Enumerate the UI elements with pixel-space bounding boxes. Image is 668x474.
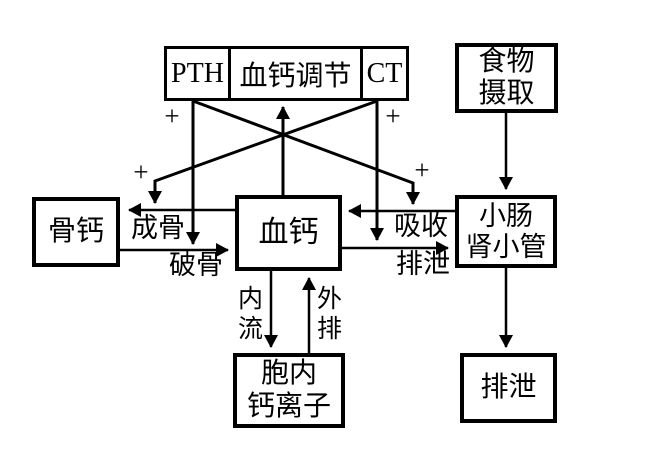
line-pth-to-absorption <box>192 99 420 205</box>
ct-cell: CT <box>360 49 406 98</box>
bone-calcium-label: 骨钙 <box>47 215 104 247</box>
plus-sign-pth-absorption: + <box>414 154 430 185</box>
ossification-label: 成骨 <box>131 213 185 243</box>
regulation-header-box: PTH 血钙调节 CT <box>164 46 409 101</box>
bone-resorption-label: 破骨 <box>169 250 223 280</box>
line-ct-to-ossification <box>148 99 378 204</box>
intracellular-line1: 胞内 <box>260 358 317 390</box>
efflux-label: 外排 <box>316 286 342 343</box>
food-intake-line2: 摄取 <box>478 78 535 109</box>
blood-calcium-label: 血钙 <box>258 215 319 249</box>
food-intake-line1: 食物 <box>478 45 535 77</box>
influx-label: 内流 <box>237 286 263 343</box>
excretion-box-label: 排泄 <box>480 371 537 403</box>
plus-sign-pth-bone: + <box>164 100 180 131</box>
intracellular-line2: 钙离子 <box>246 390 331 422</box>
regulation-title-cell: 血钙调节 <box>228 49 360 98</box>
food-intake-box: 食物 摄取 <box>455 43 558 113</box>
plus-sign-ct-excretion: + <box>385 100 401 131</box>
plus-sign-ct-ossification: + <box>133 156 149 187</box>
bone-calcium-box: 骨钙 <box>32 197 120 267</box>
excretion-box: 排泄 <box>460 353 557 423</box>
blood-calcium-box: 血钙 <box>235 195 342 271</box>
intracellular-calcium-box: 胞内 钙离子 <box>233 353 345 428</box>
intestine-line2: 肾小管 <box>465 231 547 262</box>
intestine-renal-tubule-box: 小肠 肾小管 <box>455 195 557 268</box>
intestine-line1: 小肠 <box>479 201 533 232</box>
excretion-edge-label: 排泄 <box>396 249 450 279</box>
pth-cell: PTH <box>171 57 224 89</box>
absorption-label: 吸收 <box>394 211 448 241</box>
